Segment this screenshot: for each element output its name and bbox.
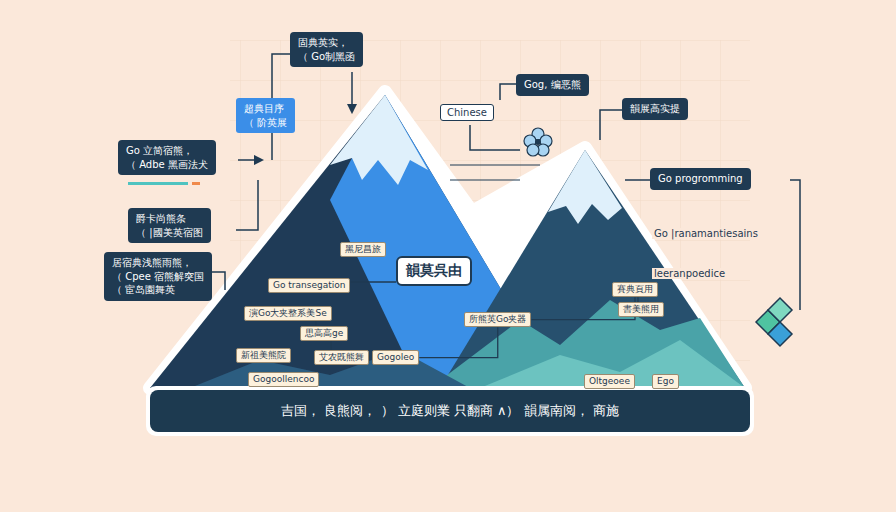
leader-line (625, 179, 650, 181)
node-text: 韻莫呉由 (406, 262, 462, 280)
node-text: Ego (657, 376, 674, 387)
node-text: Gog, 编恶熊 (524, 78, 581, 92)
callout-box: 韻展高实提 (622, 98, 688, 120)
leader-line (351, 72, 353, 112)
snow-cap (330, 95, 428, 185)
mountain-label: Gogoleo (372, 350, 419, 365)
node-text: （ 宦岛園舞英 (112, 283, 204, 297)
node-text: Chinese (447, 107, 487, 118)
mountain-label: Go transegation (268, 278, 350, 293)
accent-bar (128, 182, 188, 185)
free-label: leeranpoedice (652, 268, 727, 279)
node-text: Oltgeoee (589, 376, 630, 387)
node-text: （ Adbe 黑画法犬 (126, 158, 208, 172)
mountain-label: 思高高ge (300, 326, 348, 341)
node-text: （ |國美英宿图 (136, 226, 203, 240)
node-text: 新祖美熊院 (241, 350, 286, 361)
accent-bar (192, 182, 200, 185)
leader-line (238, 159, 262, 161)
node-text: （ Go制黑函 (298, 50, 355, 64)
diamond-icon (756, 298, 792, 346)
node-text: 艾农既熊舞 (319, 352, 364, 363)
node-text: 超典目序 (244, 102, 287, 116)
mountain-label: 艾农既熊舞 (314, 350, 369, 365)
node-text: Gogoollencoo (253, 374, 314, 385)
callout-box: Go 立简宿熊，（ Adbe 黑画法犬 (118, 140, 216, 175)
hill (190, 350, 470, 388)
leader-line (600, 110, 622, 140)
node-text: 固典英实， (298, 36, 355, 50)
node-text: 所熊英Go夹器 (469, 314, 526, 325)
node-text: 黑尼昌旅 (345, 244, 381, 255)
connector (419, 327, 497, 357)
node-text: （ Cpee 宿熊解突国 (112, 270, 204, 284)
free-label: Go |ranamantiesains (652, 228, 760, 239)
mountain-label: Oltgeoee (584, 374, 635, 389)
hill (480, 340, 745, 388)
leader-line (236, 180, 258, 230)
callout-box: 固典英实，（ Go制黑函 (290, 32, 363, 67)
speech-bubble: 韻莫呉由 (396, 256, 472, 286)
leader-line (790, 180, 800, 310)
mountain-outline (150, 92, 745, 388)
node-text: （ 阶英展 (244, 116, 287, 130)
connector (330, 341, 331, 350)
leader-line (470, 125, 520, 150)
node-text: 居宿典浅熊雨熊， (112, 256, 204, 270)
node-text: 賽典頁用 (617, 284, 653, 295)
node-text: Go progromming (658, 172, 743, 186)
callout-box: Go progromming (650, 168, 751, 190)
snow-cap (548, 150, 622, 224)
flower-icon (524, 128, 552, 156)
node-text: Go 立简宿熊， (126, 144, 208, 158)
node-text: 思高高ge (305, 328, 343, 339)
mountain-label: 演Go大夹整系美Se (244, 306, 332, 321)
callout-box: 居宿典浅熊雨熊，（ Cpee 宿熊解突国（ 宦岛園舞英 (104, 252, 212, 301)
node-text: 韻展高实提 (630, 102, 680, 116)
mountain-label: 所熊英Go夹器 (464, 312, 531, 327)
mountain-label: Gogoollencoo (248, 372, 319, 387)
node-text: 演Go大夹整系美Se (249, 308, 327, 319)
mountain-label: 新祖美熊院 (236, 348, 291, 363)
mountain-label: 賽典頁用 (612, 282, 658, 297)
leader-line (450, 165, 540, 180)
node-text: 吉国， 良熊阅， ） 立庭则業 只翻商 ∧） 韻属南阅， 商施 (281, 402, 618, 420)
bar-frame (146, 386, 754, 436)
node-text: 書美熊用 (623, 304, 659, 315)
node-text: Gogoleo (377, 352, 414, 363)
node-text: Go transegation (273, 280, 345, 291)
mountain-label: Ego (652, 374, 679, 389)
footer-bar: 吉国， 良熊阅， ） 立庭则業 只翻商 ∧） 韻属南阅， 商施 (150, 390, 750, 432)
leader-line (500, 84, 516, 100)
callout-box: Gog, 编恶熊 (516, 74, 589, 96)
tag-box: Chinese (440, 104, 494, 121)
callout-box: 超典目序（ 阶英展 (236, 98, 295, 133)
connector (350, 281, 396, 282)
mountain-label: 書美熊用 (618, 302, 664, 317)
callout-box: 爵卡尚熊条（ |國美英宿图 (128, 208, 211, 243)
mountain-label: 黑尼昌旅 (340, 242, 386, 257)
node-text: 爵卡尚熊条 (136, 212, 203, 226)
